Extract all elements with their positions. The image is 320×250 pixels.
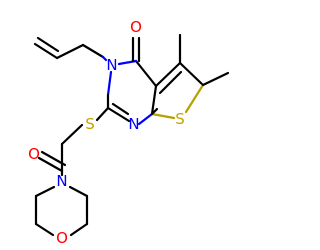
bond-allyl-ch <box>55 43 85 60</box>
bond-n1-c7a <box>137 112 154 126</box>
bond-c2-n1 <box>106 106 131 123</box>
bond-vinyl-2 <box>36 36 60 53</box>
bond-co-o <box>37 156 64 173</box>
bond-allyl-ch2 <box>81 43 105 59</box>
carbonyl-oxygen-label: O <box>130 18 142 36</box>
allyl-nitrogen-label: N <box>106 56 117 74</box>
bond-morph-6 <box>68 185 89 198</box>
bond-c2-n1-double <box>111 102 130 116</box>
bond-co-o-double <box>40 150 67 167</box>
bond-s-c7a <box>150 112 176 120</box>
chemical-structure: O N N S S O N O <box>28 18 230 247</box>
bond-c4a-c4 <box>134 59 158 88</box>
morpholine-nitrogen-label: N <box>56 172 67 190</box>
bond-c2-s <box>95 106 110 122</box>
bond-c5-c6 <box>178 61 205 87</box>
bond-lines <box>33 33 230 237</box>
bond-morph-4 <box>69 222 89 237</box>
bond-morph-1 <box>34 185 56 198</box>
bond-c7a-short <box>150 107 159 116</box>
thioether-sulfur-label: S <box>85 115 95 133</box>
bond-vinyl-1 <box>33 42 59 60</box>
morpholine-oxygen-label: O <box>56 229 68 247</box>
bond-allyl-n <box>101 55 108 62</box>
bond-c4a-c5-double <box>158 70 183 95</box>
bond-n3-c2 <box>106 70 113 97</box>
atom-labels: O N N S S O N O <box>28 18 185 247</box>
bond-methyl-c6 <box>201 71 230 87</box>
amide-oxygen-label: O <box>28 145 40 163</box>
bond-c7a-c4a <box>150 84 158 116</box>
bond-s-ch2 <box>60 123 84 146</box>
bond-c6-s <box>184 83 205 114</box>
bond-morph-3 <box>34 222 55 237</box>
ring-nitrogen-label: N <box>128 115 139 133</box>
thiophene-sulfur-label: S <box>175 110 185 128</box>
bond-c4a-c5 <box>154 61 182 88</box>
